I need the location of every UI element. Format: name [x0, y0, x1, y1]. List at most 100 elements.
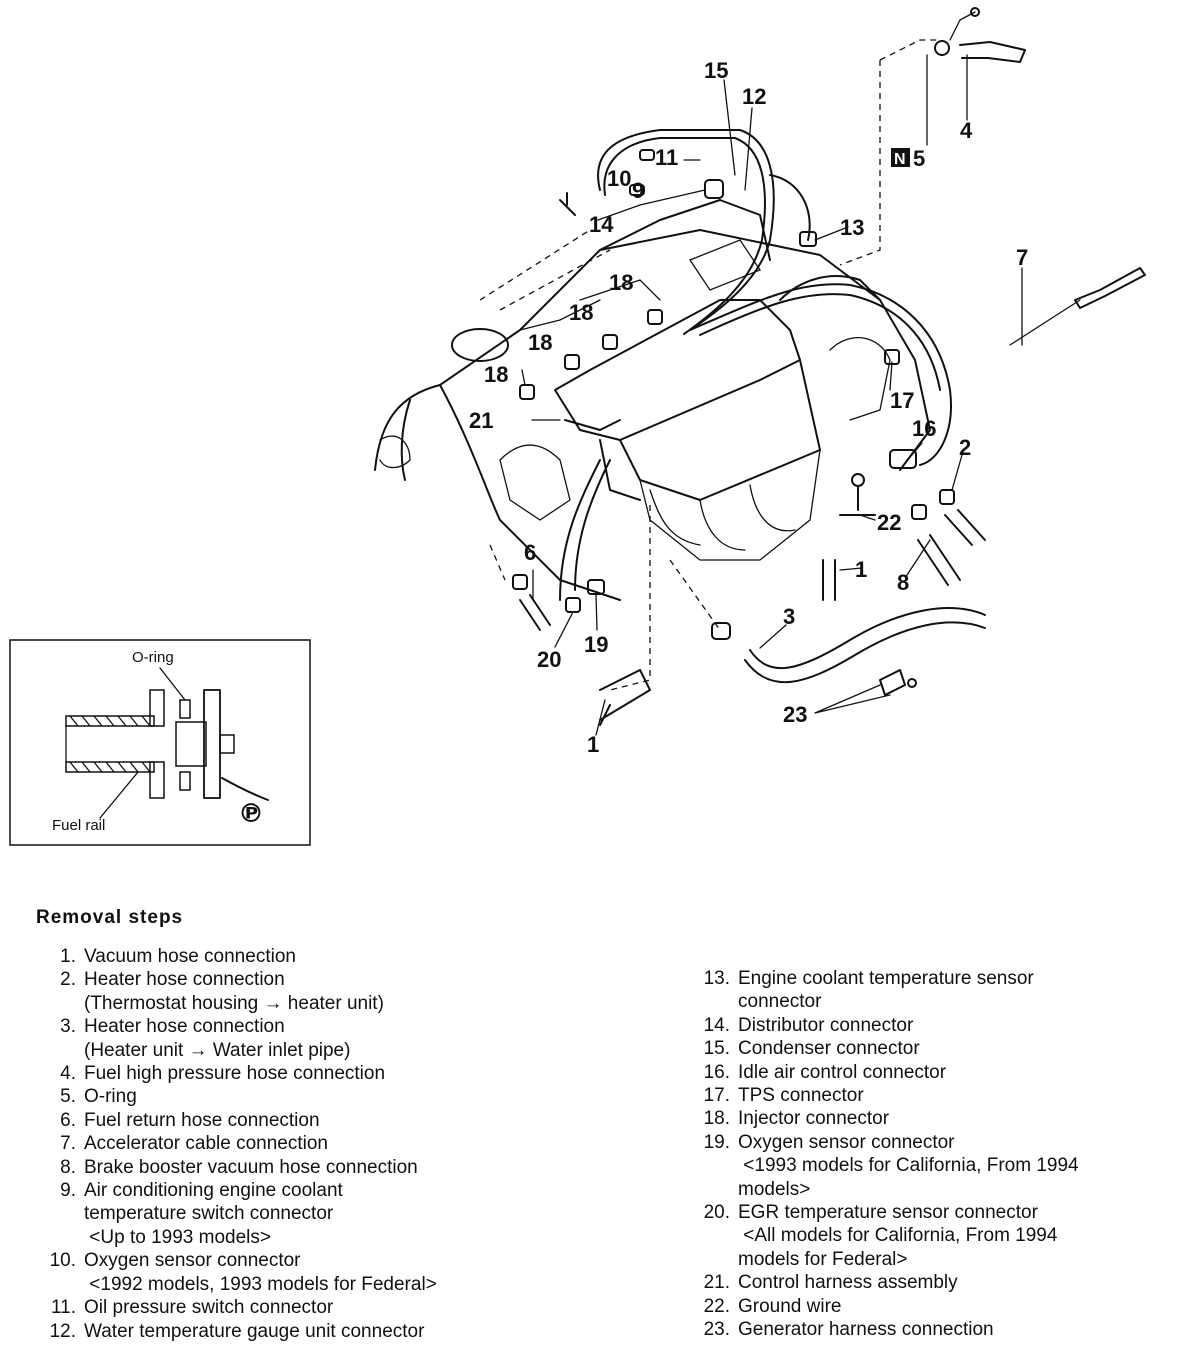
step-number: 23. — [703, 1319, 730, 1341]
step-line: Oxygen sensor connector — [738, 1131, 955, 1153]
step-line: (Thermostat housing → heater unit) — [84, 992, 384, 1014]
step-text: Heater hose connection(Thermostat housin… — [84, 968, 546, 1015]
step-number: 15. — [703, 1038, 730, 1060]
step-number: 18. — [703, 1108, 730, 1130]
callout-6: 6 — [524, 540, 536, 565]
inset-oring-detail: O-ring Fuel rail ℗ — [9, 639, 311, 846]
callout-3: 3 — [783, 604, 795, 629]
n-mark-box — [891, 148, 910, 167]
removal-steps-title: Removal steps — [36, 907, 184, 928]
callout-7: 7 — [1016, 245, 1028, 270]
callout-numbers: 15 12 11 10 9 14 13 N 5 4 7 18 18 18 18 … — [469, 58, 1028, 757]
callout-4: 4 — [960, 118, 973, 143]
step-line: O-ring — [84, 1086, 137, 1108]
removal-step: 1. Vacuum hose connection — [26, 945, 546, 968]
step-line: Injector connector — [738, 1108, 890, 1130]
step-line: Brake booster vacuum hose connection — [84, 1156, 418, 1178]
step-text: Oil pressure switch connector — [84, 1296, 546, 1319]
step-line: <1993 models for California, From 1994 — [738, 1155, 1079, 1177]
callout-23: 23 — [783, 702, 807, 727]
removal-step: 17.TPS connector — [680, 1084, 1180, 1107]
connectors — [512, 149, 955, 696]
step-line: (Heater unit → Water inlet pipe) — [84, 1039, 351, 1061]
step-line: connector — [738, 991, 822, 1013]
removal-step: 12.Water temperature gauge unit connecto… — [26, 1320, 546, 1343]
step-number: 21. — [703, 1272, 730, 1294]
step-text: Injector connector — [738, 1107, 1180, 1130]
callout-13: 13 — [840, 215, 864, 240]
callout-18-b: 18 — [528, 330, 552, 355]
step-line: Engine coolant temperature sensor — [738, 968, 1034, 989]
step-line: Control harness assembly — [738, 1272, 958, 1294]
callout-18-d: 18 — [609, 270, 633, 295]
step-number: 12. — [49, 1320, 76, 1342]
step-line: Oil pressure switch connector — [84, 1297, 334, 1319]
hoses — [519, 7, 1146, 726]
removal-step: 2.Heater hose connection(Thermostat hous… — [26, 968, 546, 1015]
reuse-symbol-icon: ℗ — [238, 799, 264, 829]
step-line: Heater hose connection — [84, 969, 285, 991]
callout-1-lower: 1 — [587, 732, 599, 757]
callout-2: 2 — [959, 435, 971, 460]
removal-step: 11. Oil pressure switch connector — [26, 1296, 546, 1319]
step-line: Vacuum hose connection — [84, 946, 296, 967]
step-number: 16. — [703, 1061, 730, 1083]
step-number: 19. — [703, 1131, 730, 1153]
callout-14: 14 — [589, 212, 614, 237]
callout-9: 9 — [632, 178, 644, 203]
step-text: Ground wire — [738, 1295, 1180, 1318]
callout-8: 8 — [897, 570, 909, 595]
reference-lines — [479, 39, 940, 691]
step-number: 8. — [60, 1156, 76, 1178]
callout-16: 16 — [912, 416, 936, 441]
step-text: Fuel return hose connection — [84, 1109, 546, 1132]
n-mark: N — [894, 151, 906, 168]
removal-step: 7.Accelerator cable connection — [26, 1132, 546, 1155]
step-number: 22. — [703, 1295, 730, 1317]
removal-step: 15. Condenser connector — [680, 1037, 1180, 1060]
callout-10: 10 — [607, 166, 631, 191]
step-line: <Up to 1993 models> — [84, 1226, 271, 1248]
engine-outline — [374, 199, 931, 601]
step-line: Fuel return hose connection — [84, 1109, 320, 1131]
step-number: 13. — [703, 968, 730, 989]
callout-17: 17 — [890, 388, 914, 413]
step-line: <1992 models, 1993 models for Federal> — [84, 1273, 437, 1295]
removal-step: 4.Fuel high pressure hose connection — [26, 1062, 546, 1085]
step-number: 3. — [60, 1016, 76, 1038]
step-line: Ground wire — [738, 1295, 842, 1317]
step-line: Air conditioning engine coolant — [84, 1180, 343, 1202]
step-number: 6. — [60, 1109, 76, 1131]
step-line: Generator harness connection — [738, 1319, 994, 1341]
step-line: Heater hose connection — [84, 1016, 285, 1038]
step-line: models> — [738, 1178, 811, 1200]
step-number: 1. — [60, 946, 76, 967]
removal-step: 16. Idle air control connector — [680, 1061, 1180, 1084]
step-line: Idle air control connector — [738, 1061, 947, 1083]
step-text: Accelerator cable connection — [84, 1132, 546, 1155]
step-number: 17. — [703, 1085, 730, 1107]
removal-step: 3. Heater hose connection(Heater unit → W… — [26, 1015, 546, 1062]
inset-oring-label: O-ring — [132, 649, 174, 666]
callout-11: 11 — [655, 145, 678, 170]
callout-5: 5 — [913, 146, 925, 171]
step-number: 14. — [703, 1014, 730, 1036]
step-line: models for Federal> — [738, 1248, 908, 1270]
step-line: temperature switch connector — [84, 1203, 334, 1225]
callout-19: 19 — [584, 632, 608, 657]
step-number: 11. — [50, 1297, 76, 1319]
step-text: Distributor connector — [738, 1014, 1180, 1037]
step-number: 9. — [60, 1180, 76, 1202]
step-line: Condenser connector — [738, 1038, 920, 1060]
step-text: EGR temperature sensor connector <All mo… — [738, 1201, 1180, 1271]
step-text: O-ring — [84, 1085, 546, 1108]
step-line: Distributor connector — [738, 1014, 914, 1036]
step-text: Generator harness connection — [738, 1318, 1180, 1341]
inset-fuel-rail-label: Fuel rail — [52, 817, 105, 834]
step-number: 4. — [60, 1063, 76, 1085]
removal-step: 14. Distributor connector — [680, 1014, 1180, 1037]
callout-1: 1 — [855, 557, 867, 582]
